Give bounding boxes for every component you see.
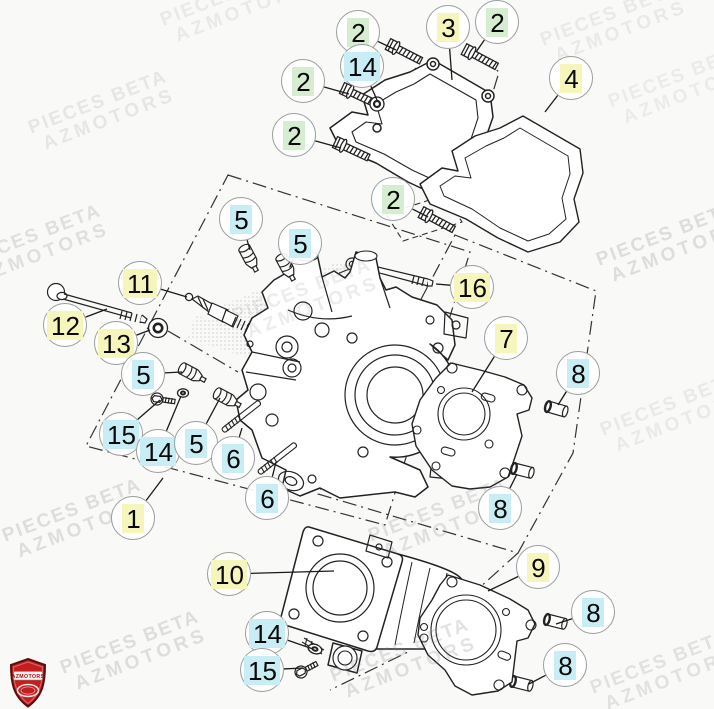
callout-number: 12 <box>47 310 83 340</box>
callout-number: 8 <box>567 358 589 388</box>
callout-number: 14 <box>344 51 380 81</box>
callout-number: 7 <box>495 323 517 353</box>
callout-5[interactable]: 5 <box>219 197 263 241</box>
callout-number: 5 <box>289 228 311 258</box>
cover-bolt <box>460 42 501 74</box>
valve-cover-gasket <box>419 115 584 253</box>
callout-14[interactable]: 14 <box>136 429 180 473</box>
logo-text: AZMOTORS <box>12 674 45 680</box>
callout-15[interactable]: 15 <box>240 648 284 692</box>
nut <box>147 317 169 339</box>
dowel-pin <box>508 461 537 480</box>
callout-2[interactable]: 2 <box>281 59 325 103</box>
callout-number: 2 <box>283 120 305 150</box>
callout-number: 5 <box>132 359 154 389</box>
callout-number: 5 <box>185 428 207 458</box>
callout-number: 8 <box>554 650 576 680</box>
callout-16[interactable]: 16 <box>450 265 494 309</box>
valve-adjuster <box>176 360 209 387</box>
callout-number: 6 <box>256 483 278 513</box>
callout-14[interactable]: 14 <box>245 611 289 655</box>
callout-number: 8 <box>489 493 511 523</box>
callout-5[interactable]: 5 <box>121 352 165 396</box>
callout-5[interactable]: 5 <box>174 421 218 465</box>
callout-5[interactable]: 5 <box>278 221 322 265</box>
callout-number: 16 <box>454 272 490 302</box>
callout-7[interactable]: 7 <box>484 316 528 360</box>
callout-number: 4 <box>560 63 582 93</box>
flange-bolt <box>292 657 321 681</box>
callout-2[interactable]: 2 <box>272 113 316 157</box>
breather-rod <box>46 282 148 324</box>
grommet <box>176 388 190 398</box>
callout-9[interactable]: 9 <box>516 545 560 589</box>
callout-15[interactable]: 15 <box>99 412 143 456</box>
callout-1[interactable]: 1 <box>111 496 155 540</box>
bolt-target-dashed-box <box>385 194 463 242</box>
callout-number: 9 <box>527 552 549 582</box>
base-gasket <box>417 574 537 696</box>
washer <box>369 96 385 112</box>
callout-number: 2 <box>292 66 314 96</box>
callout-6[interactable]: 6 <box>211 436 255 480</box>
callout-8[interactable]: 8 <box>571 590 615 634</box>
callout-12[interactable]: 12 <box>43 303 87 347</box>
callout-6[interactable]: 6 <box>245 476 289 520</box>
callout-number: 1 <box>122 503 144 533</box>
callout-8[interactable]: 8 <box>478 486 522 530</box>
callout-number: 6 <box>222 443 244 473</box>
callout-number: 2 <box>382 184 404 214</box>
callout-number: 14 <box>249 618 285 648</box>
callout-8[interactable]: 8 <box>556 351 600 395</box>
callout-number: 13 <box>98 328 134 358</box>
callout-2[interactable]: 2 <box>371 177 415 221</box>
callout-3[interactable]: 3 <box>426 5 470 49</box>
callout-10[interactable]: 10 <box>207 552 251 596</box>
callout-number: 3 <box>437 12 459 42</box>
callout-number: 15 <box>103 419 139 449</box>
callout-8[interactable]: 8 <box>543 643 587 687</box>
brand-logo[interactable]: AZMOTORS <box>7 658 49 708</box>
head-gasket <box>411 362 533 490</box>
callout-11[interactable]: 11 <box>118 261 162 305</box>
callout-number: 11 <box>123 268 157 298</box>
dowel-pin <box>542 399 571 419</box>
callout-number: 10 <box>211 559 247 589</box>
leader-lines <box>85 39 573 685</box>
cover-bolt <box>384 37 425 68</box>
callout-number: 8 <box>582 597 604 627</box>
callout-number: 2 <box>347 17 369 47</box>
callout-number: 15 <box>244 655 280 685</box>
callout-4[interactable]: 4 <box>549 56 593 100</box>
logo-band <box>13 671 43 681</box>
callout-number: 5 <box>230 204 252 234</box>
callout-2[interactable]: 2 <box>475 0 519 44</box>
callout-number: 2 <box>486 7 508 37</box>
callout-number: 14 <box>140 436 176 466</box>
callout-14[interactable]: 14 <box>340 44 384 88</box>
